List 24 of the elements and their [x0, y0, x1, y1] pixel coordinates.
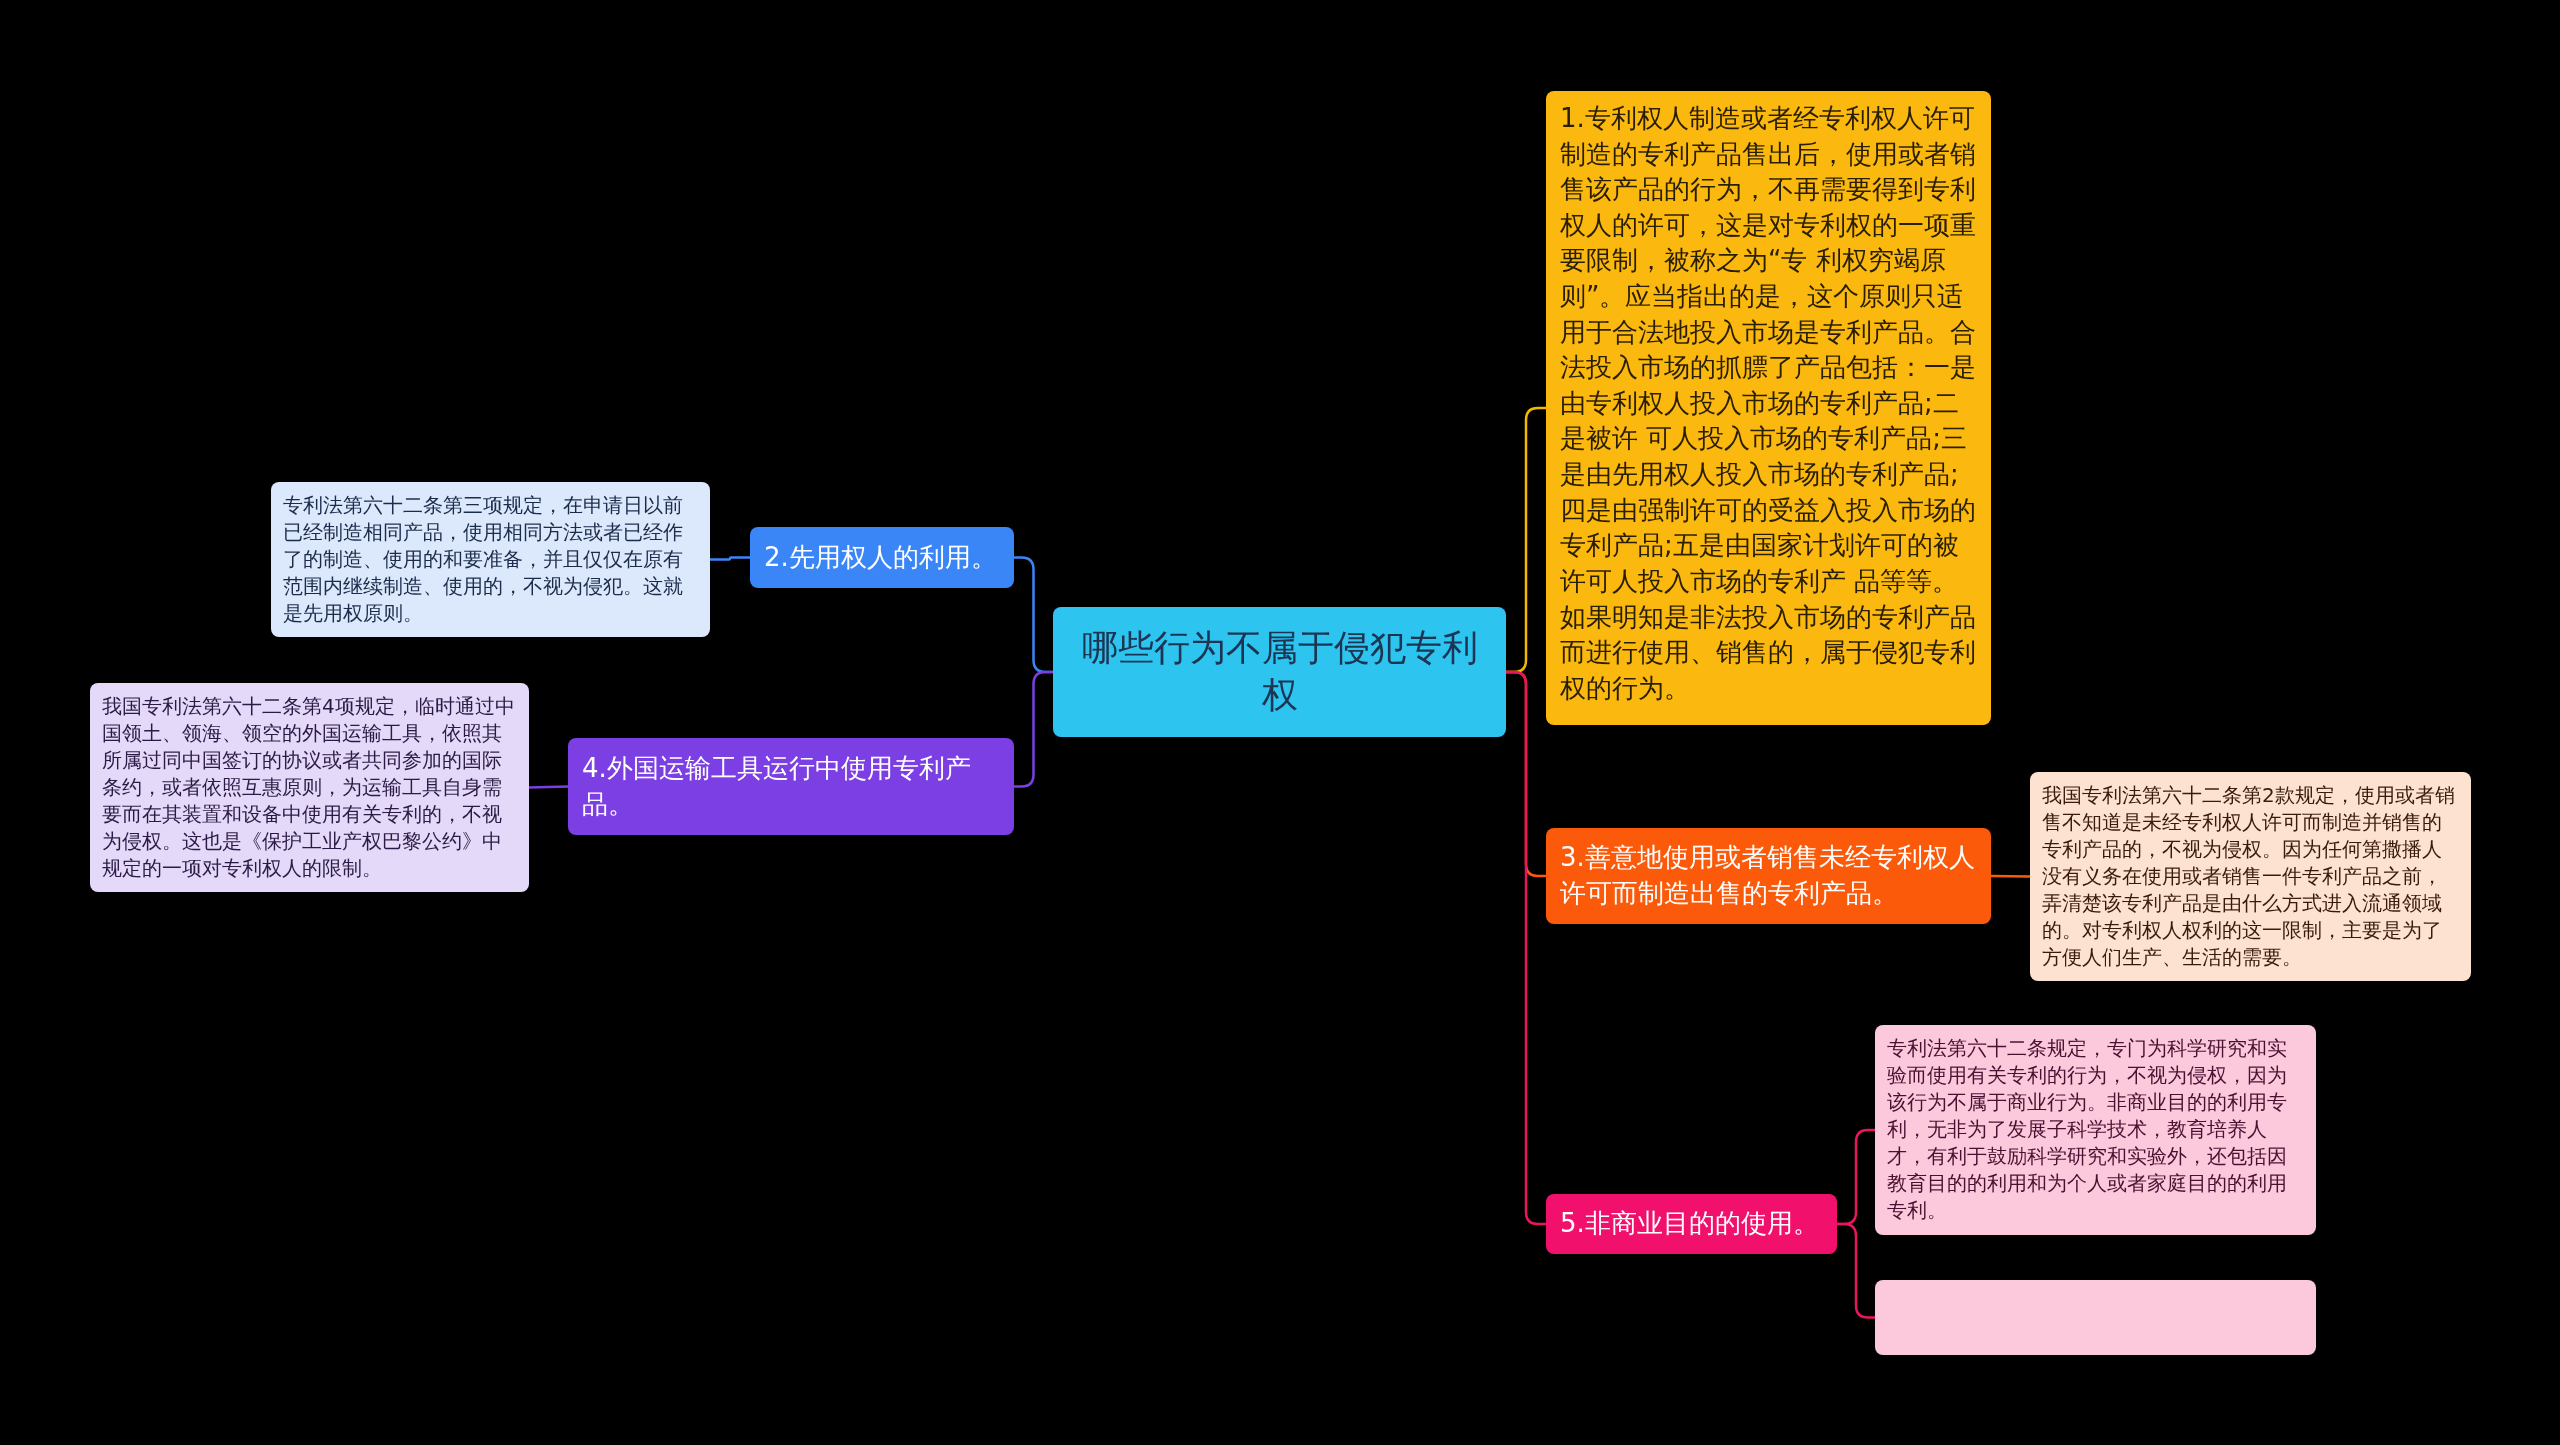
branch-text: 1.专利权人制造或者经专利权人许可制造的专利产品售出后，使用或者销售该产品的行为，不再需要得到专利权人的许可，这是对专利权的一项重要限制，被称之为“专 利权穷竭原则”。应当指出的是，这个原则只适用于合法地投入市场是专利产品。合法投入市场的抓膘了产品包括：一是由专利权人投入市场的专利产品;二是被许 可人投入市场的专利产品;三是由先用权人投入市场的专利产品;四是由强制许可的受益入投入市场的专利产品;五是由国家计划许可的被许可人投入市场的专利产 品等等。如果明知是非法投入市场的专利产品而进行使用、销售的，属于侵犯专利权的行为。 [1560, 102, 1977, 705]
note-box [271, 482, 710, 637]
topic-text: 哪些行为不属于侵犯专利权 [1080, 626, 1479, 717]
branch-text: 3.善意地使用或者销售未经专利权人许可而制造出售的专利产品。 [1560, 841, 1976, 910]
note-box [1875, 1025, 2316, 1235]
empty-box [1875, 1280, 2316, 1355]
connector-line [528, 785, 569, 789]
branch-text: 2.先用权人的利用。 [764, 540, 997, 574]
branch-box [1546, 1194, 1837, 1254]
note-text: 我国专利法第六十二条第2款规定，使用或者销售不知道是未经专利权人许可而制造并销售的专利产品的，不视为侵权。因为任何第撒播人没有义务在使用或者销售一件专利产品之前，弄清楚该专利产品是由什么方式进入流通领域的。对专利权人权利的这一限制，主要是为了方便人们生产、生活的需要。 [2042, 782, 2456, 971]
note-text: 专利法第六十二条第三项规定，在申请日以前已经制造相同产品，使用相同方法或者已经作了的制造、使用的和要准备，并且仅仅在原有范围内继续制造、使用的，不视为侵犯。这就是先用权原则。 [283, 492, 684, 627]
branch-text: 5.非商业目的的使用。 [1560, 1207, 1819, 1241]
connector-line [1991, 874, 2030, 878]
connector-line [710, 556, 750, 561]
connector-line [1837, 1222, 1875, 1319]
branch-box [750, 527, 1014, 588]
note-text: 专利法第六十二条规定，专门为科学研究和实验而使用有关专利的行为，不视为侵权，因为该行为不属于商业行为。非商业目的的利用专利，无非为了发展子科学技术，教育培养人才，有利于鼓励科学研究和实验外，还包括因教育目的的利用和为个人或者家庭目的的利用专利。 [1887, 1035, 2288, 1224]
note-text: 我国专利法第六十二条第4项规定，临时通过中国领土、领海、领空的外国运输工具，依照其所属过同中国签订的协议或者共同参加的国际条约，或者依照互惠原则，为运输工具自身需要而在其装置和设备中使用有关专利的，不视为侵权。这也是《保护工业产权巴黎公约》中规定的一项对专利权人的限制。 [102, 693, 516, 882]
branch-box [568, 738, 1014, 835]
topic-box [1053, 607, 1506, 737]
connector-line [1506, 670, 1546, 1226]
note-box [2030, 772, 2471, 981]
branch-box [1546, 828, 1991, 924]
branch-text: 4.外国运输工具运行中使用专利产品。 [582, 751, 972, 821]
